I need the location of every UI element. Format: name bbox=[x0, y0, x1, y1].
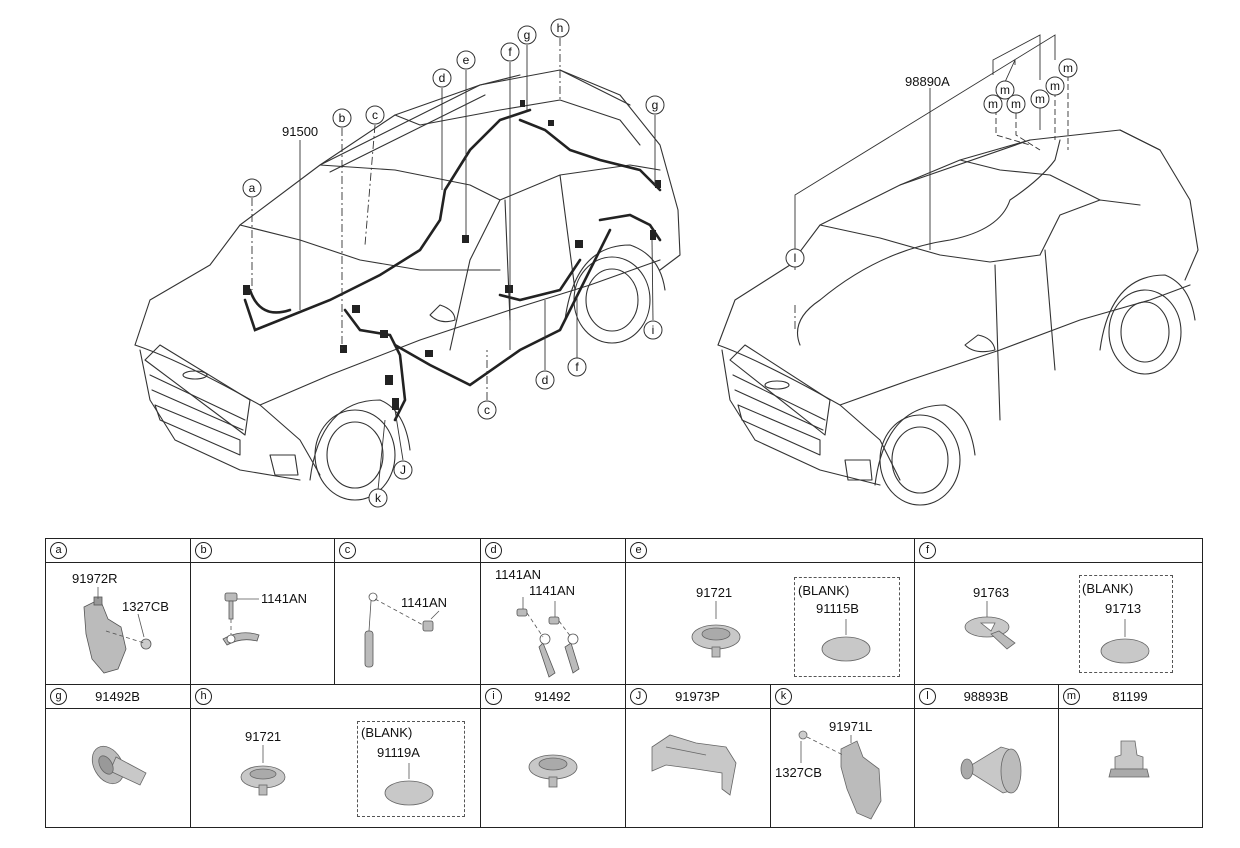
callout-m4: m bbox=[1030, 89, 1050, 109]
svg-text:m: m bbox=[1063, 61, 1073, 75]
cell-b: b 1141AN bbox=[191, 539, 335, 685]
bracket-illustration-k bbox=[798, 730, 882, 820]
protector-illustration bbox=[651, 734, 737, 796]
grommet-illustrations-f bbox=[964, 601, 1150, 664]
cell-h: h 91721 (BLANK) 91119A bbox=[191, 685, 481, 827]
grommet-illustrations bbox=[691, 601, 871, 662]
main-part-number-right: 98890A bbox=[905, 74, 950, 89]
grommet-illustration-i bbox=[528, 754, 578, 788]
svg-text:h: h bbox=[557, 21, 564, 35]
callout-b: b bbox=[332, 108, 352, 128]
parts-table: a 91972R 1327CB b 1141AN bbox=[45, 538, 1203, 828]
svg-text:m: m bbox=[988, 97, 998, 111]
grommet-plug-illustration bbox=[91, 745, 147, 786]
cell-f: f 91763 (BLANK) 91713 bbox=[915, 539, 1202, 685]
callout-J: J bbox=[393, 460, 413, 480]
ground-cable-illustration bbox=[364, 592, 440, 668]
left-wiring-harness bbox=[243, 108, 662, 422]
svg-text:c: c bbox=[372, 108, 378, 122]
blank-placeholder-f bbox=[1079, 575, 1173, 673]
svg-text:a: a bbox=[249, 181, 256, 195]
callout-f-bottom: f bbox=[567, 357, 587, 377]
cell-d: d 1141AN 1141AN bbox=[481, 539, 626, 685]
blank-placeholder-h bbox=[357, 721, 465, 817]
vehicle-illustrations: a b c d e f g h g i J k c d f l m m m m … bbox=[134, 18, 1199, 508]
svg-text:m: m bbox=[1011, 97, 1021, 111]
svg-text:i: i bbox=[652, 323, 655, 337]
callout-e: e bbox=[456, 50, 476, 70]
svg-text:l: l bbox=[794, 251, 797, 265]
callout-i: i bbox=[643, 320, 663, 340]
callout-a: a bbox=[242, 178, 262, 198]
cell-e: e 91721 (BLANK) 91115B bbox=[626, 539, 915, 685]
svg-text:g: g bbox=[524, 28, 531, 42]
right-callouts: l m m m m m m bbox=[785, 58, 1078, 268]
left-callouts: a b c d e f g h g i J k c d f bbox=[242, 18, 665, 508]
cell-k: k 91971L 1327CB bbox=[771, 685, 915, 827]
grommet-illustrations-h bbox=[240, 745, 434, 806]
callout-g-top: g bbox=[517, 25, 537, 45]
callout-h: h bbox=[550, 18, 570, 38]
right-vehicle-drawing bbox=[717, 129, 1199, 506]
svg-text:b: b bbox=[339, 111, 346, 125]
callout-d-top: d bbox=[432, 68, 452, 88]
left-vehicle-drawing bbox=[134, 69, 681, 501]
wiring-clip-bracket-illustration bbox=[83, 587, 152, 674]
left-harness-connectors bbox=[243, 100, 661, 410]
callout-m3: m bbox=[1006, 94, 1026, 114]
callout-d-bottom: d bbox=[535, 370, 555, 390]
cell-a: a 91972R 1327CB bbox=[46, 539, 191, 685]
svg-text:d: d bbox=[439, 71, 446, 85]
svg-text:e: e bbox=[463, 53, 470, 67]
svg-text:f: f bbox=[508, 45, 512, 59]
svg-text:k: k bbox=[375, 491, 382, 505]
svg-text:c: c bbox=[484, 403, 490, 417]
svg-text:J: J bbox=[400, 463, 406, 477]
main-part-number-left: 91500 bbox=[282, 124, 318, 139]
svg-text:d: d bbox=[542, 373, 549, 387]
cell-c: c 1141AN bbox=[335, 539, 481, 685]
blank-placeholder-e bbox=[794, 577, 900, 677]
svg-text:f: f bbox=[575, 360, 579, 374]
callout-l: l bbox=[785, 248, 805, 268]
callout-m2: m bbox=[995, 80, 1015, 100]
cone-grommet-illustration bbox=[960, 746, 1022, 794]
callout-f-top: f bbox=[500, 42, 520, 62]
ground-bolts-illustration bbox=[516, 597, 580, 678]
clip-illustration bbox=[1108, 740, 1150, 778]
callout-c-bottom: c bbox=[477, 400, 497, 420]
callout-c-top: c bbox=[365, 105, 385, 125]
callout-m1: m bbox=[983, 94, 1003, 114]
svg-text:m: m bbox=[1000, 83, 1010, 97]
leader-lines bbox=[251, 34, 1069, 491]
bolt-ground-illustration bbox=[222, 592, 260, 646]
callout-k: k bbox=[368, 488, 388, 508]
svg-text:m: m bbox=[1035, 92, 1045, 106]
svg-text:g: g bbox=[652, 98, 659, 112]
callout-m5: m bbox=[1045, 76, 1065, 96]
vehicle-wiring-diagram: a b c d e f g h g i J k c d f l m m m m … bbox=[134, 18, 1199, 508]
callout-g-right: g bbox=[645, 95, 665, 115]
svg-text:m: m bbox=[1050, 79, 1060, 93]
callout-m6: m bbox=[1058, 58, 1078, 78]
